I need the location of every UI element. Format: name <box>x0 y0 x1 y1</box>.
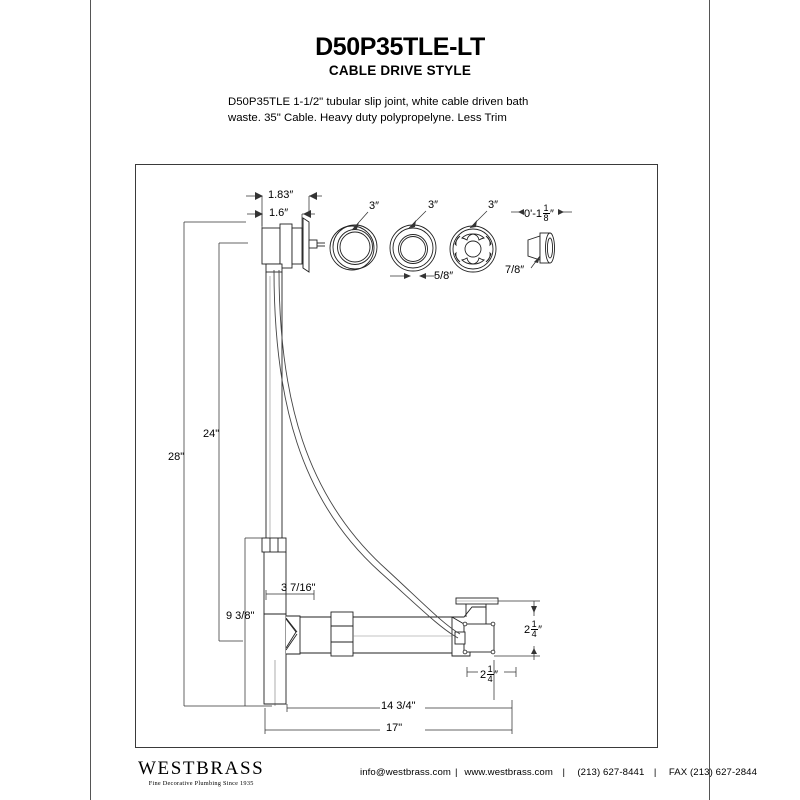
dim-lower-height: 9 3/8" <box>226 610 255 622</box>
dim-overflow-height: 24" <box>203 428 220 440</box>
trim-ring-plain <box>329 224 378 271</box>
product-description: D50P35TLE 1-1/2" tubular slip joint, whi… <box>228 96 529 125</box>
dim-bushing-dia: 7/8″ <box>505 264 525 276</box>
dim-ring-1: 3″ <box>369 200 380 212</box>
contact-sep-1: | <box>454 767 458 778</box>
slip-joint-nut <box>330 611 354 657</box>
dim-ring-2: 3″ <box>428 199 439 211</box>
dim-run-outer: 17" <box>386 722 403 734</box>
brand-tagline: Fine Decorative Plumbing Since 1935 <box>148 780 254 787</box>
dim-ring-depth: 5/8″ <box>434 270 454 282</box>
contact-phone[interactable]: (213) 627-8441 <box>577 767 645 778</box>
horizontal-waste-tube <box>300 616 452 654</box>
dim-bushing-length-whole: 0'-1 <box>524 208 542 221</box>
dim-run-inner: 14 3/4" <box>381 700 416 712</box>
contact-sep-2: | <box>562 767 566 778</box>
footer: WESTBRASS Fine Decorative Plumbing Since… <box>90 755 757 800</box>
dim-drain-offset-whole: 2 <box>480 669 487 682</box>
page-title: D50P35TLE-LT <box>315 33 485 61</box>
drain-shoe-flange <box>451 597 499 657</box>
dim-drain-height-whole: 2 <box>524 624 531 637</box>
dimension-lines <box>183 192 572 734</box>
dim-top-width-outer: 1.83″ <box>268 189 294 201</box>
contact-info: info@westbrass.com| www.westbrass.com | … <box>358 767 759 778</box>
waste-tee-fitting <box>263 613 301 706</box>
page-border <box>90 0 710 800</box>
dim-ring-3: 3″ <box>488 199 499 211</box>
overflow-head-assembly <box>261 217 325 273</box>
dim-overall-height: 28" <box>168 451 185 463</box>
header-block: D50P35TLE-LT CABLE DRIVE STYLE <box>90 33 710 79</box>
overflow-riser-tube <box>261 272 287 614</box>
trim-ring-beveled <box>389 224 437 272</box>
dim-bushing-length-unit: ″ <box>550 208 554 221</box>
page-subtitle: CABLE DRIVE STYLE <box>328 63 472 79</box>
grid-strainer <box>449 225 497 273</box>
brand-name: WESTBRASS <box>138 758 265 779</box>
dim-drain-height-unit: ″ <box>538 624 543 637</box>
contact-fax: FAX (213) 627-2844 <box>668 767 758 778</box>
dim-top-width-inner: 1.6″ <box>269 207 289 219</box>
contact-sep-3: | <box>653 767 657 778</box>
contact-email[interactable]: info@westbrass.com <box>360 767 451 778</box>
dim-drain-offset-unit: ″ <box>494 669 499 682</box>
cable-bushing <box>527 232 555 264</box>
dim-tee-offset: 3 7/16" <box>281 582 316 594</box>
drive-cable <box>273 269 461 639</box>
brand-logo: WESTBRASS Fine Decorative Plumbing Since… <box>138 759 264 787</box>
contact-website[interactable]: www.westbrass.com <box>464 767 553 778</box>
